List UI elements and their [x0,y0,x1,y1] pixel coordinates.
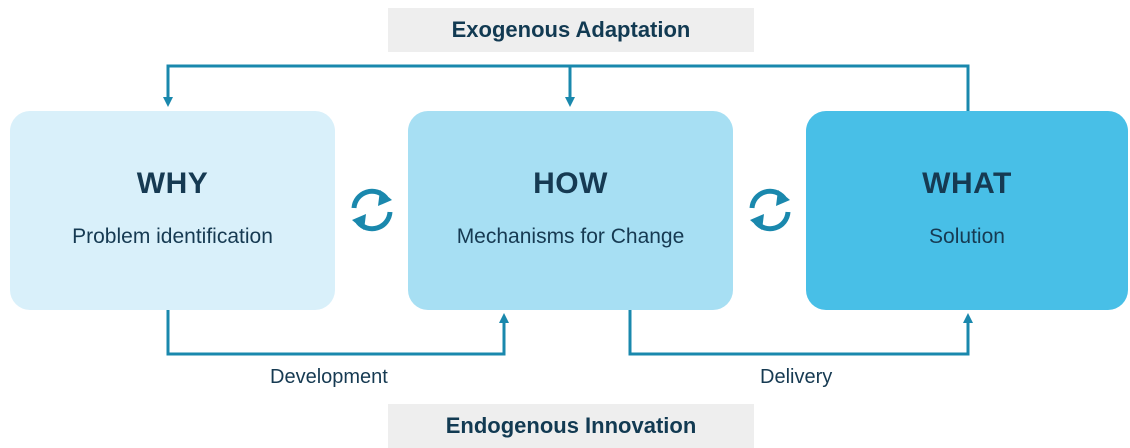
endogenous-innovation-banner: Endogenous Innovation [388,404,754,448]
development-line [166,310,509,356]
what-heading: WHAT [922,167,1012,200]
development-label: Development [270,366,388,388]
what-subtitle: Solution [929,225,1005,248]
what-box: WHAT Solution [806,111,1128,310]
delivery-label: Delivery [760,366,833,388]
how-subtitle: Mechanisms for Change [456,225,685,248]
cycle-arrows-icon [749,188,791,232]
how-heading: HOW [533,167,608,200]
how-box: HOW Mechanisms for Change [408,111,733,310]
why-box: WHY Problem identification [10,111,335,310]
why-subtitle: Problem identification [72,225,273,248]
why-heading: WHY [136,167,209,200]
delivery-line [628,310,973,356]
exogenous-loop-line [163,64,970,111]
exogenous-adaptation-banner: Exogenous Adaptation [388,8,754,52]
cycle-arrows-icon [351,188,393,232]
